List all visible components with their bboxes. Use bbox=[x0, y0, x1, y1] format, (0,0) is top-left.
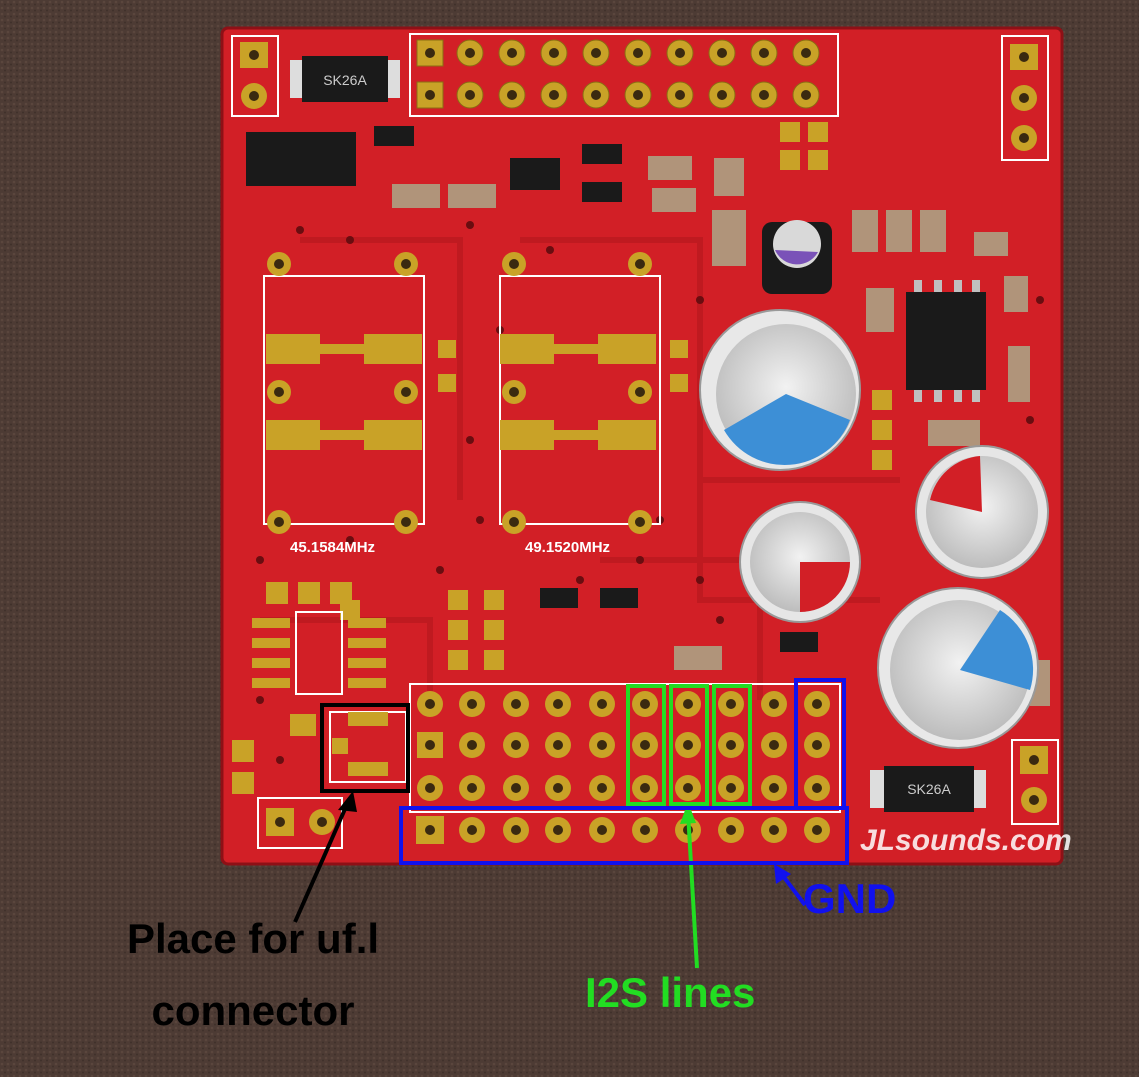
oscillator-2-frequency: 49.1520MHz bbox=[525, 539, 611, 556]
header-j3 bbox=[416, 39, 820, 109]
gnd-box-row bbox=[399, 806, 849, 865]
i2s-annotation: I2S lines bbox=[585, 969, 756, 1016]
i2s-arrow-line bbox=[686, 811, 699, 969]
i2s-box-3 bbox=[712, 684, 752, 806]
diode-bottom: SK26A bbox=[870, 766, 986, 812]
cap-c11 bbox=[762, 220, 832, 294]
i2s-box-2 bbox=[669, 684, 709, 806]
ufl-arrow-line bbox=[293, 799, 351, 923]
ufl-annotation-line1: Place for uf.l bbox=[126, 915, 380, 962]
ufl-arrow-head bbox=[338, 791, 357, 812]
header-j5 bbox=[417, 691, 830, 801]
gnd-annotation: GND bbox=[803, 875, 897, 922]
ufl-annotation-line2: connector bbox=[151, 987, 355, 1034]
gnd-arrow-head bbox=[774, 864, 791, 884]
oscillator-footprint-2 bbox=[499, 252, 688, 534]
i2s-box-1 bbox=[626, 684, 666, 806]
svg-text:SK26A: SK26A bbox=[907, 781, 951, 797]
ufl-highlight-box bbox=[320, 703, 410, 793]
cap-c22 bbox=[699, 309, 861, 471]
oscillator-1-frequency: 45.1584MHz bbox=[290, 539, 376, 556]
diode-top: SK26A bbox=[290, 56, 400, 102]
i2s-arrow-head bbox=[680, 802, 696, 824]
cap-c14 bbox=[739, 501, 861, 623]
svg-text:SK26A: SK26A bbox=[323, 72, 367, 88]
oscillator-footprint-1 bbox=[263, 252, 456, 534]
cap-c19 bbox=[915, 445, 1049, 579]
board-url-silkscreen: JLsounds.com bbox=[860, 824, 1072, 857]
ufl-footprint bbox=[290, 711, 407, 783]
cap-c10 bbox=[877, 587, 1039, 749]
